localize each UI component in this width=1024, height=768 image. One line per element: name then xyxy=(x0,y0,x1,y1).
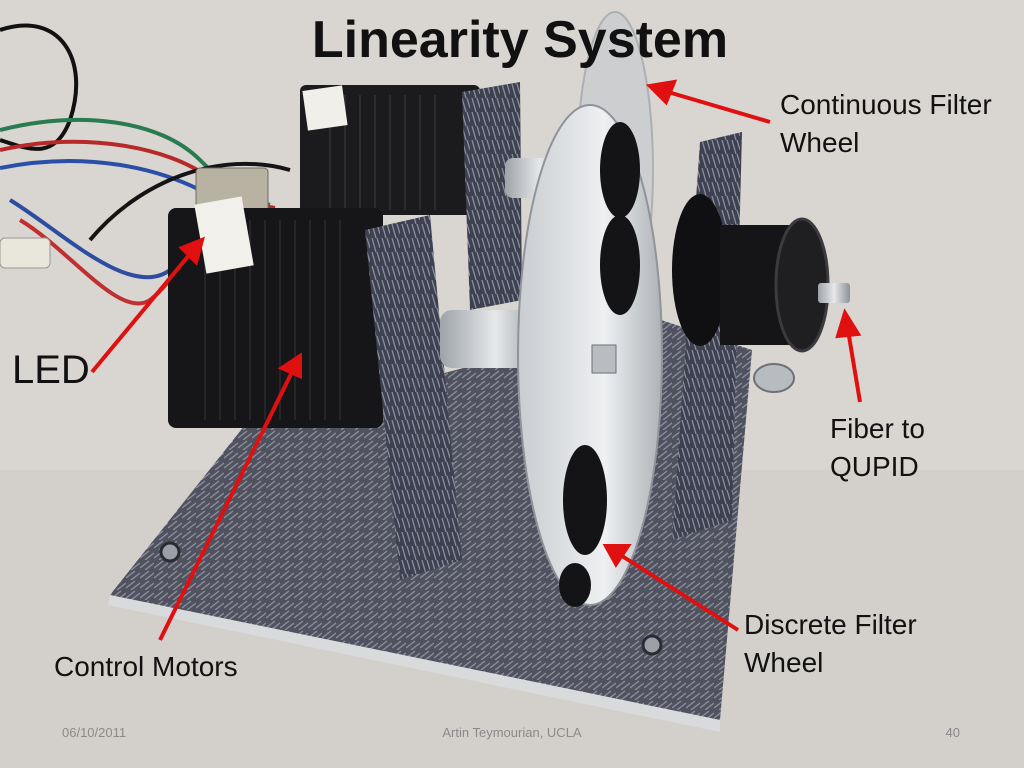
label-continuous-filter-wheel: Continuous Filter Wheel xyxy=(780,89,992,158)
annotation-arrows xyxy=(90,79,862,641)
fiber-connector xyxy=(818,283,850,303)
arrow-led xyxy=(90,252,192,374)
fiber-collimator-rear xyxy=(672,194,728,346)
label-control-motors: Control Motors xyxy=(54,651,238,682)
thumb-screw xyxy=(753,363,795,393)
mount-hole xyxy=(159,541,181,563)
base-plate-edge xyxy=(108,595,720,732)
footer-author: Artin Teymourian, UCLA xyxy=(442,725,582,740)
connector xyxy=(0,237,51,269)
label-fiber-to-qupid: Fiber to QUPID xyxy=(830,413,925,482)
footer-page-number: 40 xyxy=(945,725,960,740)
arrow-discrete-filter-wheel xyxy=(620,554,740,632)
filter-slot xyxy=(600,122,640,218)
filter-slot xyxy=(559,563,591,607)
hub-nut xyxy=(591,344,617,374)
filter-slot xyxy=(563,445,607,555)
footer-date: 06/10/2011 xyxy=(62,725,127,740)
rear-bracket xyxy=(462,82,522,310)
arrow-fiber xyxy=(846,329,862,403)
filter-slot xyxy=(600,215,640,315)
arrow-control-motors xyxy=(158,371,294,641)
slide-title: Linearity System xyxy=(311,11,729,69)
rear-motor-label xyxy=(302,85,348,131)
front-motor-label xyxy=(194,196,254,274)
mount-hole xyxy=(641,634,663,656)
arrow-continuous-filter-wheel xyxy=(667,90,771,124)
front-bracket xyxy=(365,215,462,580)
label-discrete-filter-wheel: Discrete Filter Wheel xyxy=(744,609,917,678)
label-led: LED xyxy=(12,348,90,392)
